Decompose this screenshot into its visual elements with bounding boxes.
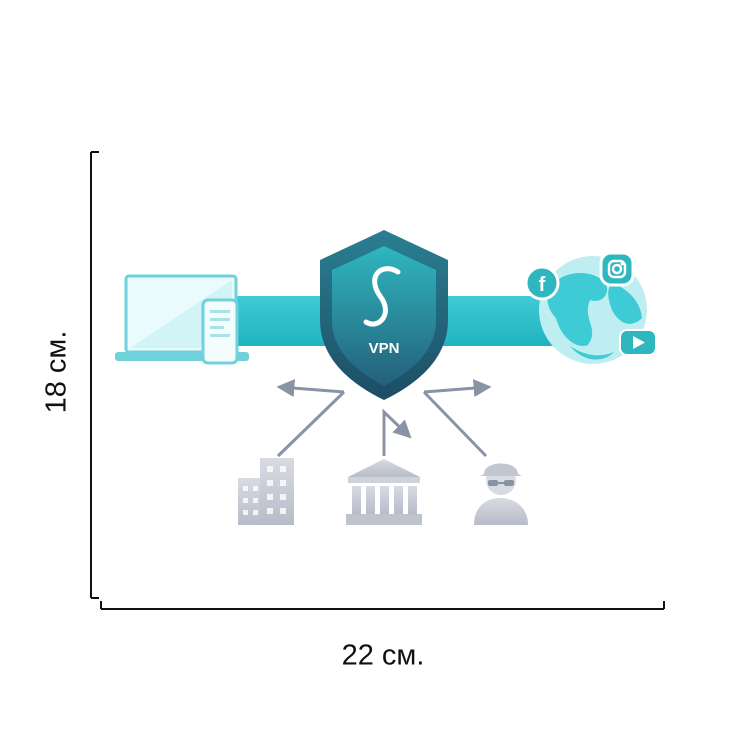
height-dimension-line <box>90 151 99 599</box>
arrow-left <box>278 387 346 458</box>
instagram-icon <box>599 251 635 287</box>
deflection-arrows <box>278 387 488 458</box>
phone-icon <box>201 298 239 365</box>
hacker-icon <box>474 463 528 525</box>
height-dimension-label: 18 см. <box>40 330 73 414</box>
facebook-icon: f <box>524 265 560 301</box>
youtube-icon <box>619 329 657 356</box>
arrow-right <box>422 387 488 458</box>
vpn-shield <box>320 230 448 400</box>
government-building-icon <box>346 459 422 525</box>
office-building-icon <box>238 458 294 525</box>
vpn-label: VPN <box>369 340 400 357</box>
svg-text:f: f <box>539 274 546 296</box>
width-dimension-line <box>100 601 665 610</box>
arrow-center <box>382 408 412 456</box>
width-dimension-label: 22 см. <box>341 639 425 672</box>
